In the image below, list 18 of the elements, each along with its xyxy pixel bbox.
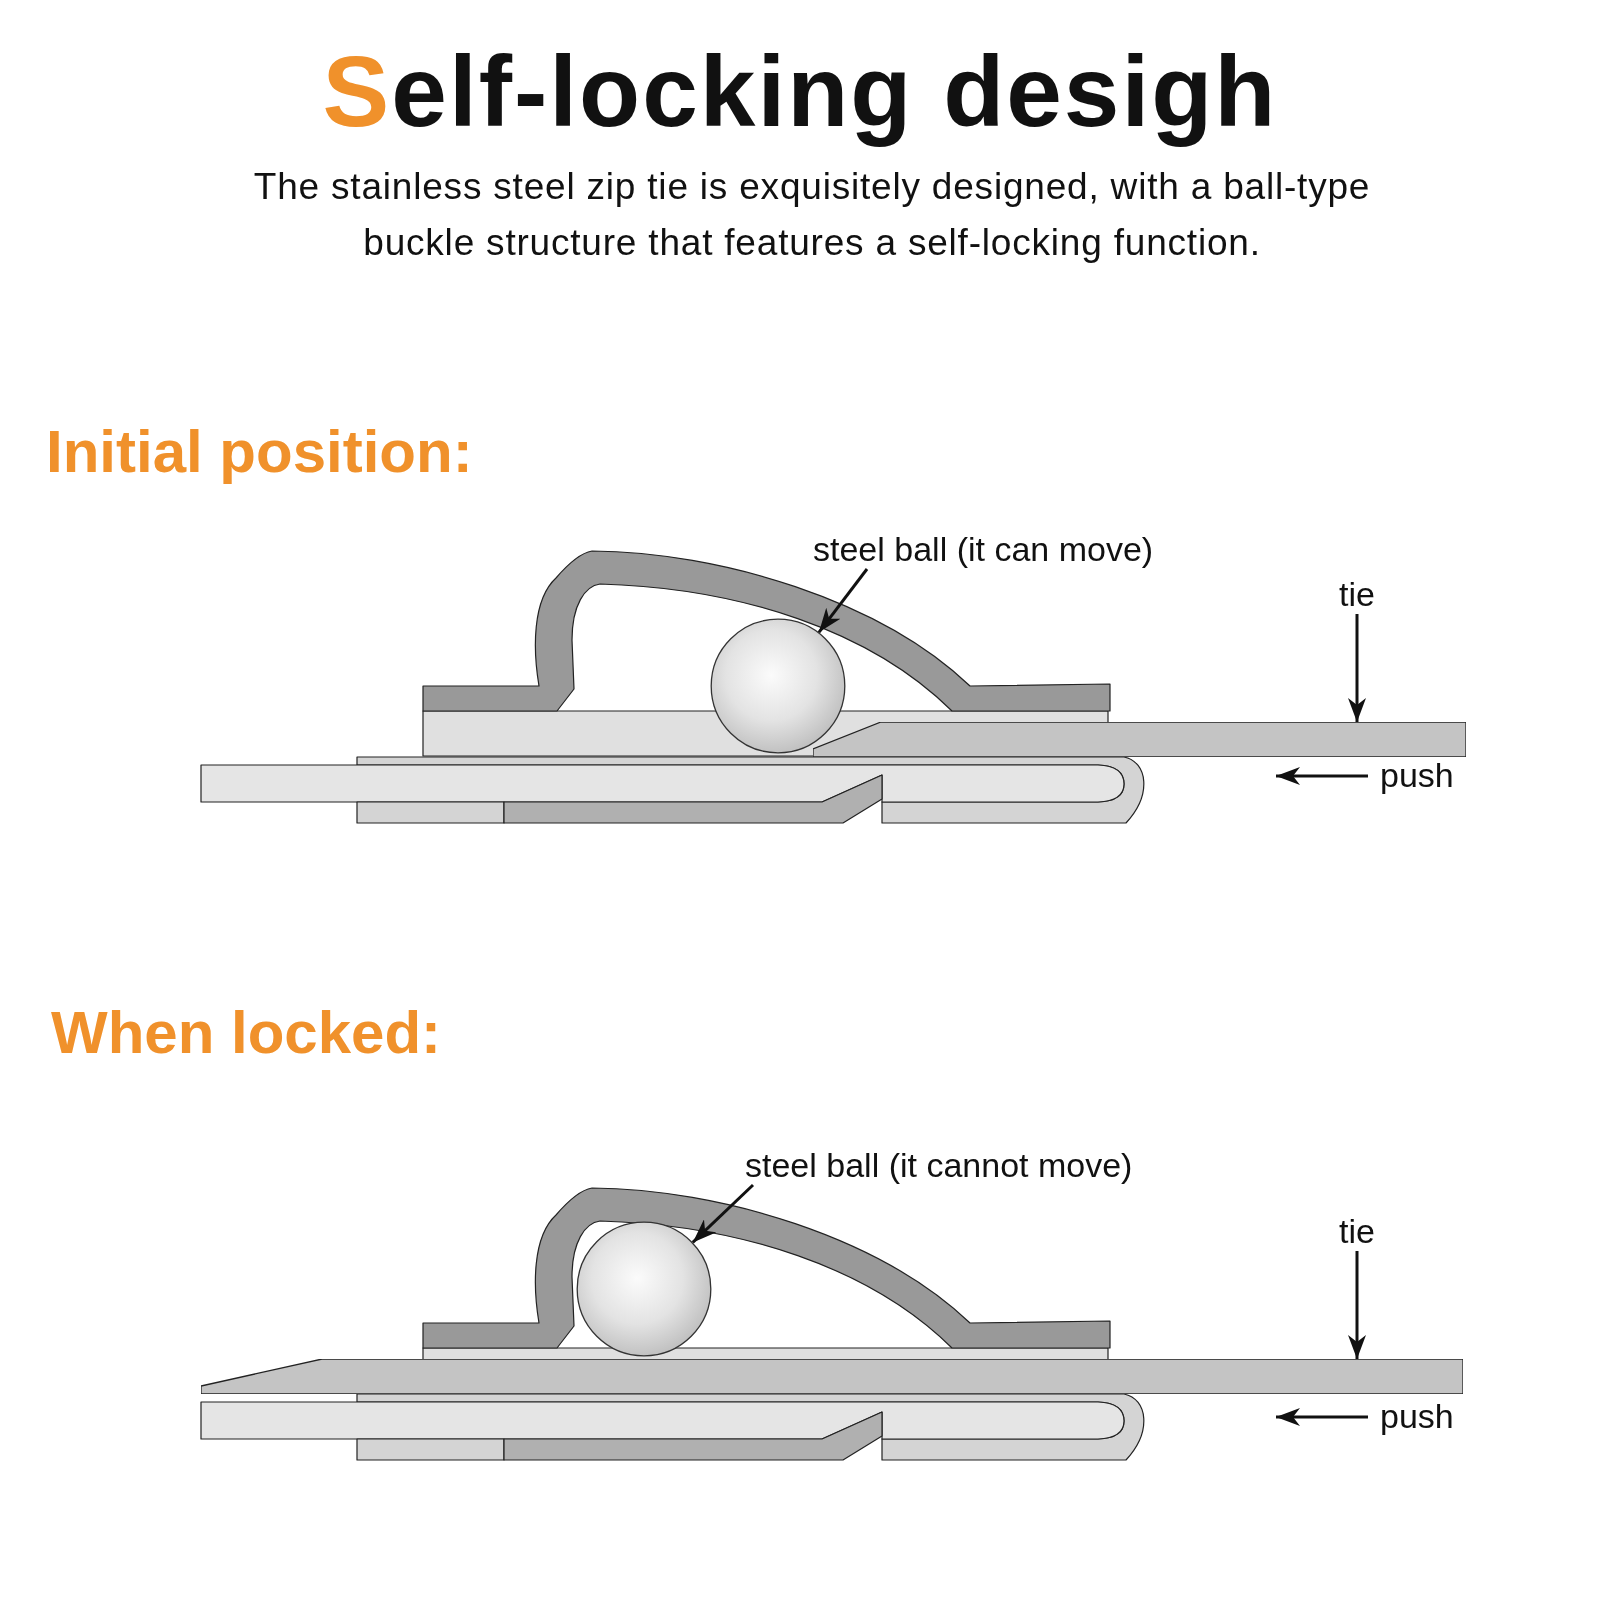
leader-arrow [1348,1251,1366,1359]
section-heading: When locked: [51,998,442,1068]
tie-strap [813,722,1466,757]
callout-label: tie [1339,574,1375,614]
callout-label: steel ball (it cannot move) [745,1145,1133,1185]
callout-label: steel ball (it can move) [813,529,1154,569]
callout-label: tie [1339,1211,1375,1251]
tie-strap [201,1359,1463,1394]
direction-label: push [1380,755,1454,795]
leader-arrow [1348,614,1366,722]
leader-arrow [691,1183,755,1244]
steel-ball [576,1221,712,1357]
steel-ball [710,618,846,754]
section-heading: Initial position: [46,417,473,487]
subtitle: The stainless steel zip tie is exquisitely designed, with a ball-type buckle structure that features a self-locking function. [252,165,1372,265]
direction-label: push [1380,1396,1454,1436]
leader-arrow [817,568,869,634]
title: Self-locking desigh [322,34,1278,149]
